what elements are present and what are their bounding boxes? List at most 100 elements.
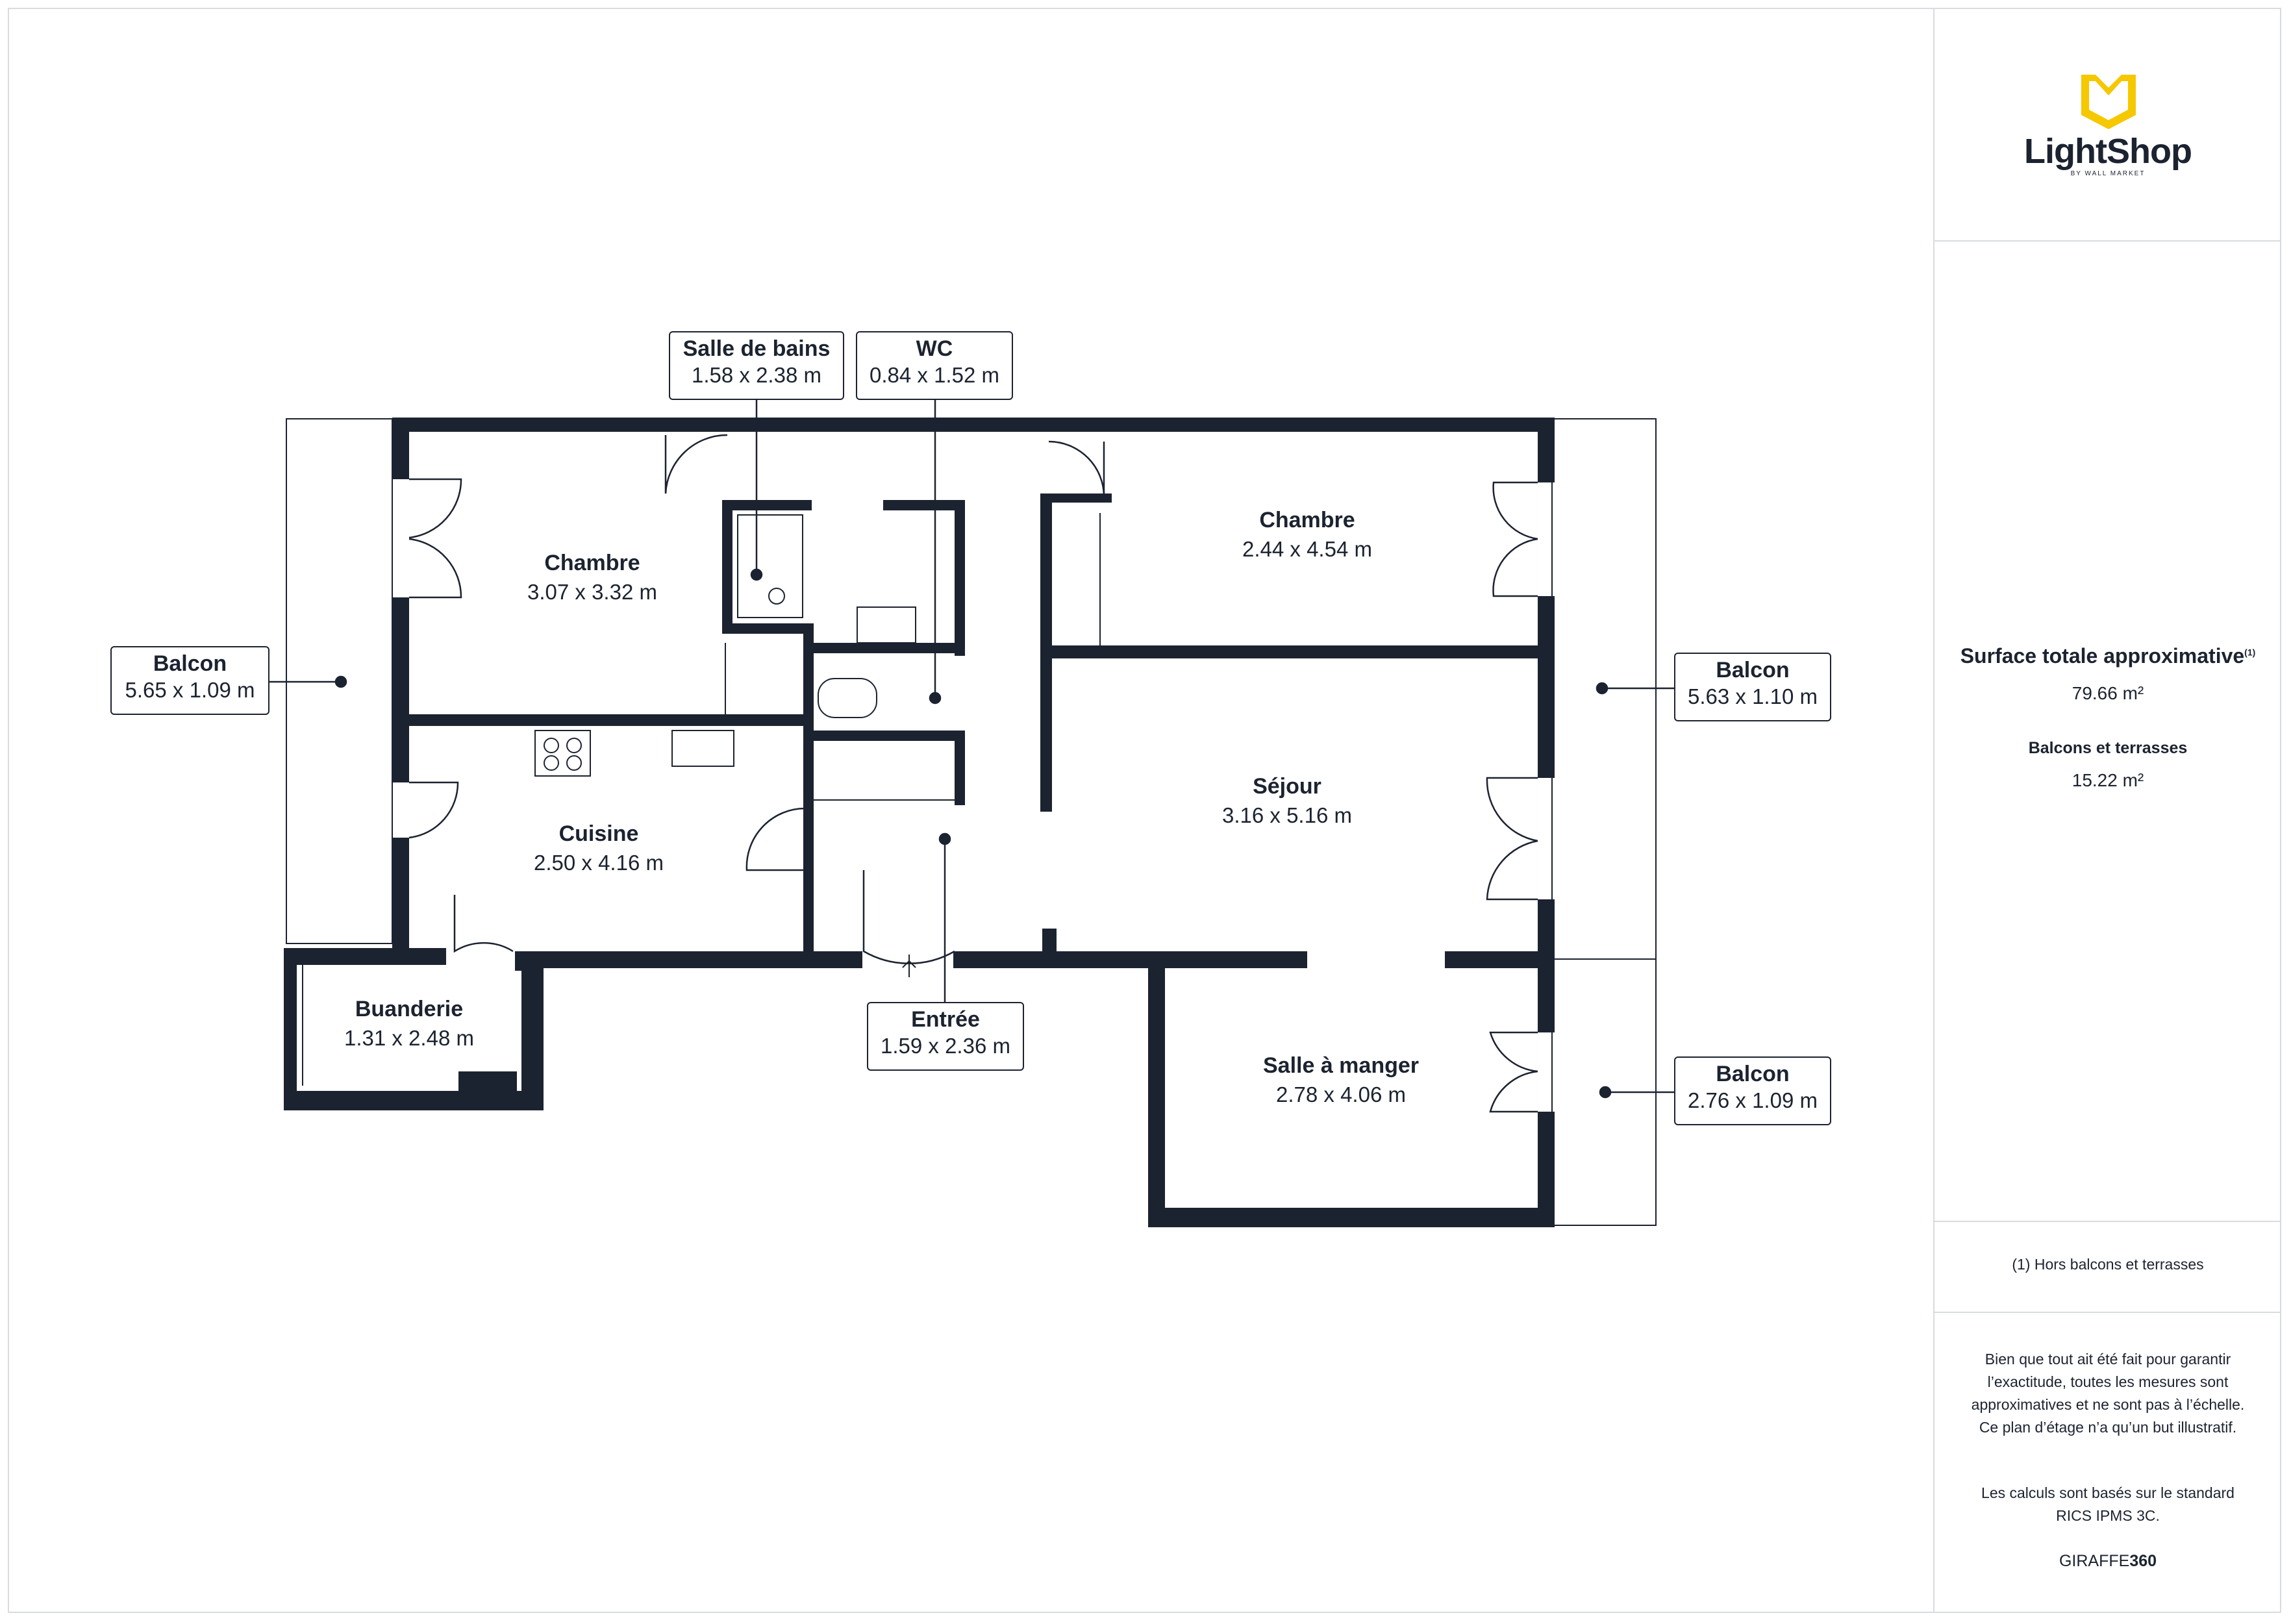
room-name: Chambre [544,551,640,575]
provider-prefix: GIRAFFE [2059,1552,2130,1570]
provider-brand: GIRAFFE360 [1934,1552,2281,1571]
callout-name: Entrée [911,1007,980,1032]
wall-sdb-top [722,500,812,510]
logo-section: LightShop BY WALL MARKET [1934,8,2281,242]
disclaimer-section: Bien que tout ait été fait pour garantir… [1934,1313,2281,1613]
door-chambre-left-1 [408,478,462,539]
room-name: Chambre [1259,508,1355,532]
leader-dot-wc [929,692,942,705]
room-dims: 3.07 x 3.32 m [527,580,657,604]
entry-arrow [902,960,916,977]
wall-sdb-left [722,500,732,633]
floor-plan: Chambre 3.07 x 3.32 m Chambre 2.44 x 4.5… [110,331,1831,1227]
kitchen-sink [671,730,734,767]
callout-entree: Entrée 1.59 x 2.36 m [867,1002,1024,1071]
calc-standard-text: Les calculs sont basés sur le standard R… [1981,1484,2235,1524]
callout-balcon-left: Balcon 5.65 x 1.09 m [110,646,269,715]
leader-lines [269,383,1674,1099]
room-sejour: Séjour 3.16 x 5.16 m [1157,774,1417,828]
wall-right-4 [1538,1112,1555,1222]
leader-dot-balcon-right-bottom [1599,1086,1612,1099]
footnote-marker: (1) [2244,647,2256,658]
callout-balcon-right-top: Balcon 5.63 x 1.10 m [1674,653,1831,721]
buanderie-appliance [458,1071,517,1097]
door-salle-right-2 [1489,1070,1538,1113]
area-summary-section: Surface totale approximative(1) 79.66 m²… [1934,242,2281,1222]
wall-chambre-cuisine [409,714,805,726]
callout-name: Salle de bains [682,336,831,361]
bathroom-sink [857,606,916,643]
callout-name: Balcon [153,651,227,676]
walls [284,418,1555,1227]
room-dims: 3.16 x 5.16 m [1222,803,1352,827]
door-salle-right-1 [1489,1031,1538,1073]
leader-dot-balcon-right-top [1596,682,1609,695]
room-chambre-1: Chambre 3.07 x 3.32 m [462,551,722,605]
wall-closet-top [814,731,965,741]
wall-wc-top [883,500,964,510]
wall-sejour-left [1040,493,1052,812]
wall-salle-top-right [1445,951,1555,968]
callout-dims: 5.65 x 1.09 m [125,678,255,702]
leader-dot-sdb [750,568,763,581]
burner-3 [544,755,559,771]
wall-chambre2-bottom [1052,645,1539,658]
room-name: Cuisine [558,821,639,846]
burner-2 [566,738,582,753]
callout-dims: 1.59 x 2.36 m [881,1034,1010,1058]
callout-dims: 0.84 x 1.52 m [870,363,999,387]
callout-balcon-right-bottom: Balcon 2.76 x 1.09 m [1674,1056,1831,1125]
door-chambre2-right-2 [1492,538,1538,597]
wall-buanderie-left [284,948,297,1110]
door-chambre-left-2 [408,538,462,599]
room-name: Séjour [1253,774,1321,799]
burner-1 [544,738,559,753]
wall-right-2 [1538,596,1555,778]
leader-dot-balcon-left [334,675,347,688]
burner-4 [566,755,582,771]
door-chambre2-right-1 [1492,481,1538,540]
logo-tagline: BY WALL MARKET [2070,170,2146,177]
room-dims: 2.50 x 4.16 m [534,851,664,875]
room-name: Buanderie [355,997,464,1021]
wall-left-2 [392,597,409,782]
wall-buanderie-right [521,951,544,1110]
door-entree [862,870,955,964]
toilet [818,678,877,718]
cooktop [534,730,591,777]
wall-buanderie-top [284,948,446,965]
callout-dims: 2.76 x 1.09 m [1688,1088,1818,1112]
wall-left-1 [392,418,409,479]
wall-closet-right [955,731,965,805]
wall-right-1 [1538,418,1555,482]
room-dims: 2.78 x 4.06 m [1276,1082,1406,1106]
total-area-value: 79.66 m² [2072,683,2144,703]
wall-salle-bottom [1148,1208,1555,1227]
balconies-value: 15.22 m² [2072,770,2144,790]
leader-dot-entree [938,832,951,845]
total-area-title: Surface totale approximative(1) [1934,644,2281,668]
wall-right-3 [1538,899,1555,1032]
balconies-label: Balcons et terrasses [2028,739,2188,757]
room-name: Salle à manger [1262,1053,1419,1078]
room-dims: 2.44 x 4.54 m [1242,537,1372,561]
door-sejour-right-1 [1486,777,1538,842]
room-buanderie: Buanderie 1.31 x 2.48 m [279,997,539,1051]
logo-name: LightShop [2024,132,2192,171]
shower-drain [768,588,785,605]
door-cuisine-left [408,781,459,839]
footnote-section: (1) Hors balcons et terrasses [1934,1222,2281,1313]
callout-name: Balcon [1716,1062,1790,1086]
door-sdb [664,434,728,494]
wall-sdb-bottom [722,623,812,634]
callout-dims: 5.63 x 1.10 m [1688,684,1818,708]
callout-salle-de-bains: Salle de bains 1.58 x 2.38 m [669,331,844,400]
door-buanderie [453,895,514,953]
wall-sejour-bottom [953,951,1307,968]
provider-suffix: 360 [2129,1552,2157,1570]
shower [737,514,803,618]
room-dims: 1.31 x 2.48 m [344,1026,474,1050]
wall-wc-bottom [814,643,965,653]
wall-stub-entree [1042,929,1057,955]
total-area-label: Surface totale approximative [1960,644,2245,668]
